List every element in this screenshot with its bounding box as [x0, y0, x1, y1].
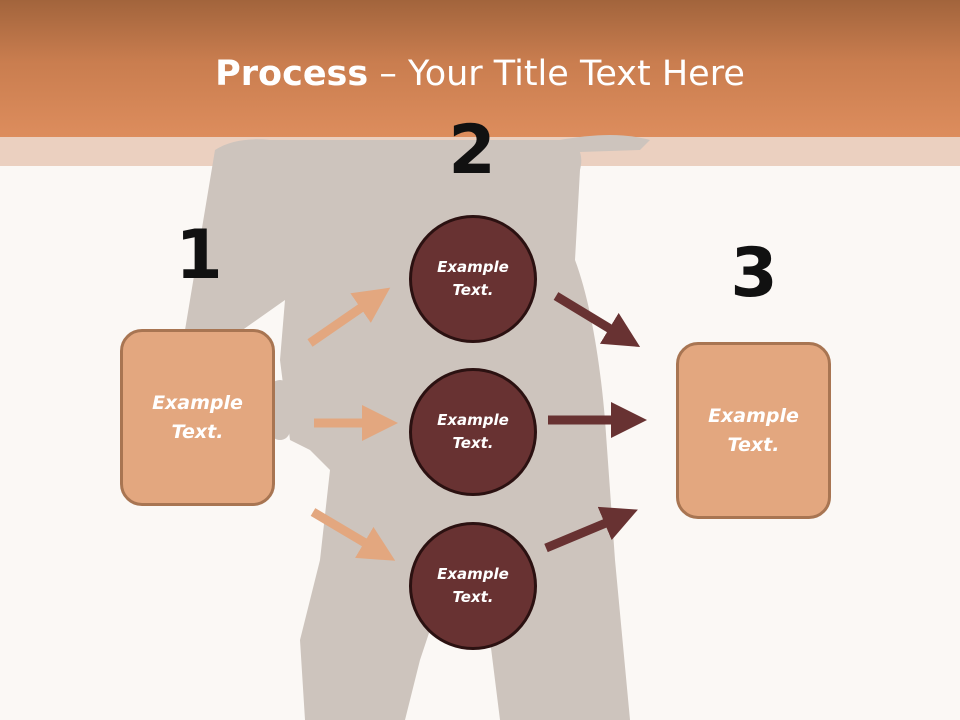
- step-2-circle-middle: Example Text.: [409, 368, 537, 496]
- circle-text: Example Text.: [437, 565, 509, 606]
- step-2-circle-bottom: Example Text.: [409, 522, 537, 650]
- slide-title: Process – Your Title Text Here: [0, 52, 960, 96]
- step-3-box: Example Text.: [676, 342, 831, 519]
- circle-text: Example Text.: [437, 411, 509, 452]
- step-1-box: Example Text.: [120, 329, 275, 506]
- arrow-bottom-to-step3: [544, 506, 638, 553]
- title-rest: – Your Title Text Here: [368, 54, 745, 94]
- step-3-number: 3: [730, 234, 778, 313]
- step-2-circle-top: Example Text.: [409, 215, 537, 343]
- circle-text: Example Text.: [437, 258, 509, 299]
- arrow-step1-to-bottom: [310, 508, 396, 561]
- step-1-text: Example Text.: [152, 391, 243, 443]
- title-bold: Process: [215, 54, 369, 94]
- step-2-number: 2: [448, 111, 496, 190]
- step-1-number: 1: [175, 216, 223, 295]
- step-3-text: Example Text.: [708, 404, 799, 456]
- title-bar: [0, 0, 960, 137]
- arrow-top-to-step3: [553, 292, 641, 348]
- arrow-step1-to-top: [307, 287, 391, 347]
